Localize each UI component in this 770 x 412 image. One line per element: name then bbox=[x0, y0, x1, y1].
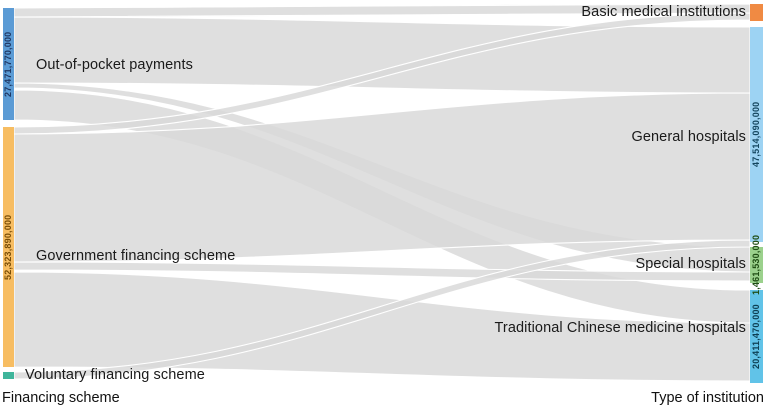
node-label-basic-medical-institutions: Basic medical institutions bbox=[581, 4, 746, 20]
nodes-group bbox=[3, 4, 763, 383]
sankey-node-oop[interactable] bbox=[3, 8, 14, 120]
sankey-link-oop-to-general[interactable] bbox=[13, 16, 751, 94]
sankey-node-basic[interactable] bbox=[750, 4, 763, 21]
sankey-node-special[interactable] bbox=[750, 247, 763, 283]
node-label-general-hospitals: General hospitals bbox=[631, 129, 746, 145]
axis-label-type-of-institution: Type of institution bbox=[651, 390, 764, 406]
sankey-node-general[interactable] bbox=[750, 27, 763, 242]
links-group bbox=[13, 3, 751, 382]
sankey-node-vol[interactable] bbox=[3, 372, 14, 379]
sankey-node-tcm[interactable] bbox=[750, 290, 763, 383]
axis-label-financing-scheme: Financing scheme bbox=[2, 390, 120, 406]
node-label-special-hospitals: Special hospitals bbox=[635, 256, 746, 272]
node-label-voluntary-financing-scheme: Voluntary financing scheme bbox=[25, 367, 205, 383]
node-label-traditional-chinese-medicine-hospitals: Traditional Chinese medicine hospitals bbox=[494, 320, 746, 336]
node-label-government-financing-scheme: Government financing scheme bbox=[36, 248, 236, 264]
node-label-out-of-pocket-payments: Out-of-pocket payments bbox=[36, 57, 193, 73]
sankey-node-gov[interactable] bbox=[3, 127, 14, 367]
